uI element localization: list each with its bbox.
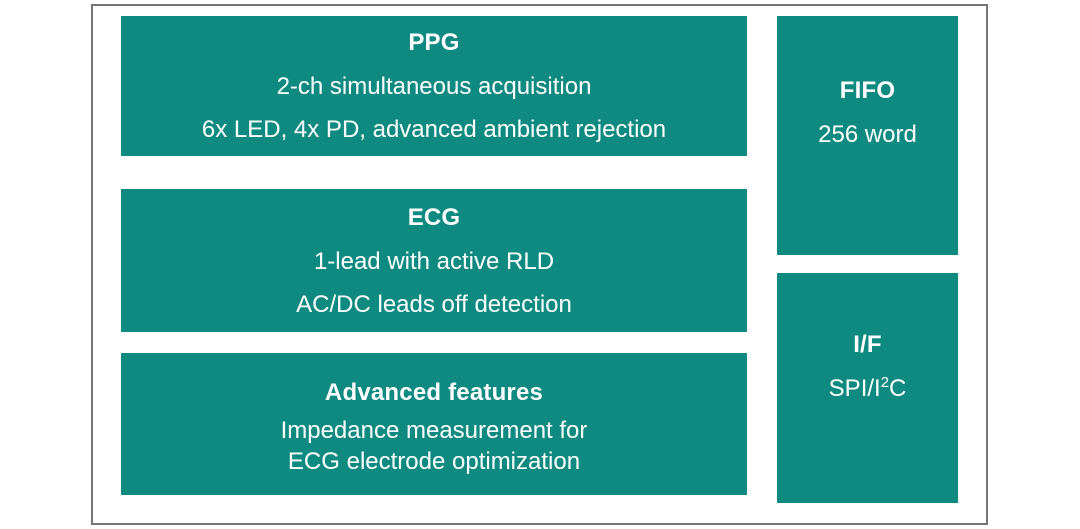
block-advanced-line-1: Impedance measurement for — [280, 417, 588, 444]
block-advanced-title: Advanced features — [324, 379, 544, 406]
superscript-2: 2 — [880, 375, 889, 391]
block-fifo-title: FIFO — [839, 77, 896, 104]
block-ecg-line-1: 1-lead with active RLD — [313, 247, 555, 275]
block-ecg: ECG 1-lead with active RLD AC/DC leads o… — [121, 189, 747, 332]
block-fifo: FIFO 256 word — [777, 16, 958, 255]
block-ecg-line-2: AC/DC leads off detection — [296, 290, 572, 318]
block-ecg-title: ECG — [407, 203, 461, 231]
block-ppg-line-1: 2-ch simultaneous acquisition — [276, 73, 592, 100]
block-ppg: PPG 2-ch simultaneous acquisition 6x LED… — [121, 16, 747, 156]
block-advanced-features: Advanced features Impedance measurement … — [121, 353, 747, 495]
block-interface: I/F SPI/I2C — [777, 273, 958, 503]
block-advanced-line-2: ECG electrode optimization — [287, 448, 581, 475]
block-ppg-title: PPG — [408, 29, 460, 56]
block-fifo-line-1: 256 word — [818, 121, 917, 148]
spi-text-suffix: C — [888, 375, 907, 402]
spi-text-prefix: SPI/I — [828, 375, 881, 402]
block-interface-line-1: SPI/I2C — [777, 367, 958, 410]
block-interface-title: I/F — [853, 331, 882, 358]
block-ppg-line-2: 6x LED, 4x PD, advanced ambient rejectio… — [201, 116, 667, 143]
